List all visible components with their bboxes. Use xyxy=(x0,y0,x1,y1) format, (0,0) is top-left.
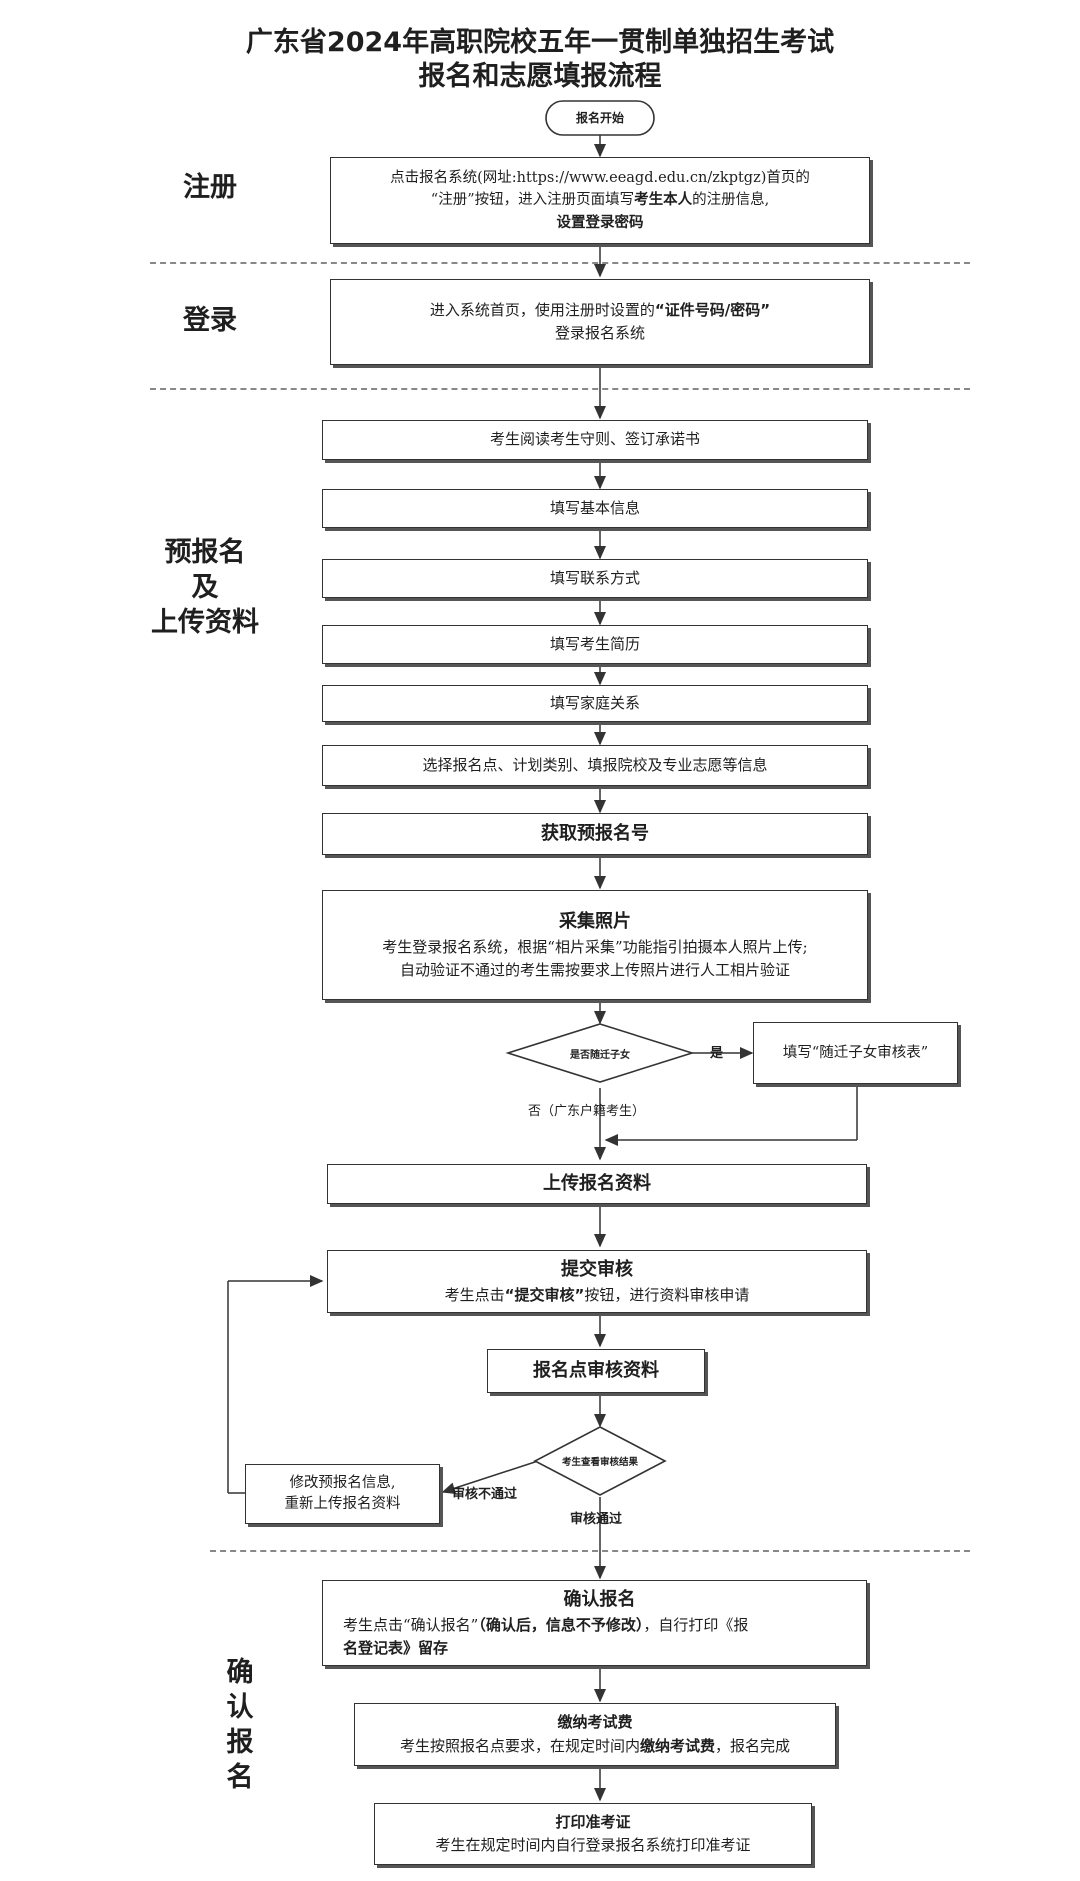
decision-review-shape xyxy=(533,1426,667,1496)
step-choose: 选择报名点、计划类别、填报院校及专业志愿等信息 xyxy=(322,745,868,786)
review-pass-label: 审核通过 xyxy=(570,1512,623,1527)
fee-box: 缴纳考试费 考生按照报名点要求，在规定时间内缴纳考试费，报名完成 xyxy=(354,1703,836,1766)
step-family: 填写家庭关系 xyxy=(322,685,868,722)
decision-migrant-yes-label: 是 xyxy=(710,1046,724,1061)
modify-box: 修改预报名信息, 重新上传报名资料 xyxy=(245,1464,440,1524)
divider-register xyxy=(150,262,970,264)
start-label: 报名开始 xyxy=(575,110,624,125)
divider-confirm xyxy=(210,1550,970,1552)
review-fail-label: 审核不通过 xyxy=(452,1487,518,1502)
login-box: 进入系统首页，使用注册时设置的“证件号码/密码” 登录报名系统 xyxy=(330,279,870,365)
step-basic-info: 填写基本信息 xyxy=(322,489,868,528)
decision-migrant-shape xyxy=(505,1023,695,1083)
title-line1: 广东省2024年高职院校五年一贯制单独招生考试 xyxy=(245,27,835,58)
section-confirm: 确认报名 xyxy=(226,1657,254,1794)
step-contact: 填写联系方式 xyxy=(322,559,868,598)
section-login: 登录 xyxy=(183,305,237,336)
step-read-rules: 考生阅读考生守则、签订承诺书 xyxy=(322,420,868,460)
step-resume: 填写考生简历 xyxy=(322,625,868,664)
review-box: 报名点审核资料 xyxy=(487,1349,705,1393)
submit-box: 提交审核 考生点击“提交审核”按钮，进行资料审核申请 xyxy=(327,1250,867,1313)
title-line2: 报名和志愿填报流程 xyxy=(418,61,662,92)
ticket-box: 打印准考证 考生在规定时间内自行登录报名系统打印准考证 xyxy=(374,1803,812,1865)
decision-review-text: 考生查看审核结果 xyxy=(561,1457,638,1468)
start-terminator xyxy=(545,100,655,136)
upload-box: 上传报名资料 xyxy=(327,1164,867,1204)
section-register: 注册 xyxy=(183,172,237,203)
decision-migrant-text: 是否随迁子女 xyxy=(570,1050,630,1061)
section-prereg: 预报名及上传资料 xyxy=(151,537,259,639)
migrant-form-box: 填写“随迁子女审核表” xyxy=(753,1022,958,1084)
photo-box: 采集照片 考生登录报名系统，根据“相片采集”功能指引拍摄本人照片上传; 自动验证… xyxy=(322,890,868,1000)
decision-migrant-no-label: 否（广东户籍考生） xyxy=(528,1104,646,1119)
register-box: 点击报名系统(网址:https://www.eeagd.edu.cn/zkptg… xyxy=(330,157,870,244)
divider-login xyxy=(150,388,970,390)
step-get-number: 获取预报名号 xyxy=(322,813,868,855)
confirm-box: 确认报名 考生点击“确认报名”（确认后，信息不予修改），自行打印《报 名登记表》… xyxy=(322,1580,867,1666)
